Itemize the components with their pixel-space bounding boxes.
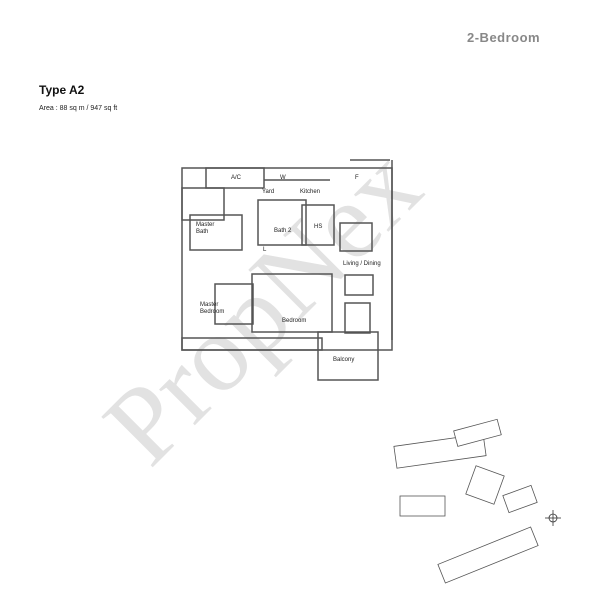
svg-text:L: L <box>263 247 267 253</box>
svg-text:Bath: Bath <box>196 229 208 235</box>
north-arrow-icon <box>545 510 561 526</box>
svg-text:Bedroom: Bedroom <box>282 318 306 324</box>
unit-area: Area : 88 sq m / 947 sq ft <box>39 105 118 112</box>
plan-walls <box>181 159 393 381</box>
svg-text:Master: Master <box>196 222 214 228</box>
svg-text:HS: HS <box>314 224 322 230</box>
svg-text:Master: Master <box>200 302 218 308</box>
unit-category: 2-Bedroom <box>467 30 541 45</box>
svg-text:Bath 2: Bath 2 <box>274 228 292 234</box>
unit-type-title: Type A2 <box>39 83 85 97</box>
room-labels: A/C W F Yard Kitchen Master Bath Bath 2 … <box>196 175 381 363</box>
svg-text:Living / Dining: Living / Dining <box>343 261 381 267</box>
svg-text:Kitchen: Kitchen <box>300 189 320 195</box>
svg-text:Balcony: Balcony <box>333 357 354 363</box>
svg-text:A/C: A/C <box>231 175 242 181</box>
svg-text:PropNex: PropNex <box>81 124 444 487</box>
svg-text:F: F <box>355 175 359 181</box>
svg-text:Bedroom: Bedroom <box>200 309 224 315</box>
svg-text:Yard: Yard <box>262 189 274 195</box>
site-key-plan <box>393 418 539 584</box>
svg-text:W: W <box>280 175 286 181</box>
watermark: PropNex <box>81 124 444 487</box>
